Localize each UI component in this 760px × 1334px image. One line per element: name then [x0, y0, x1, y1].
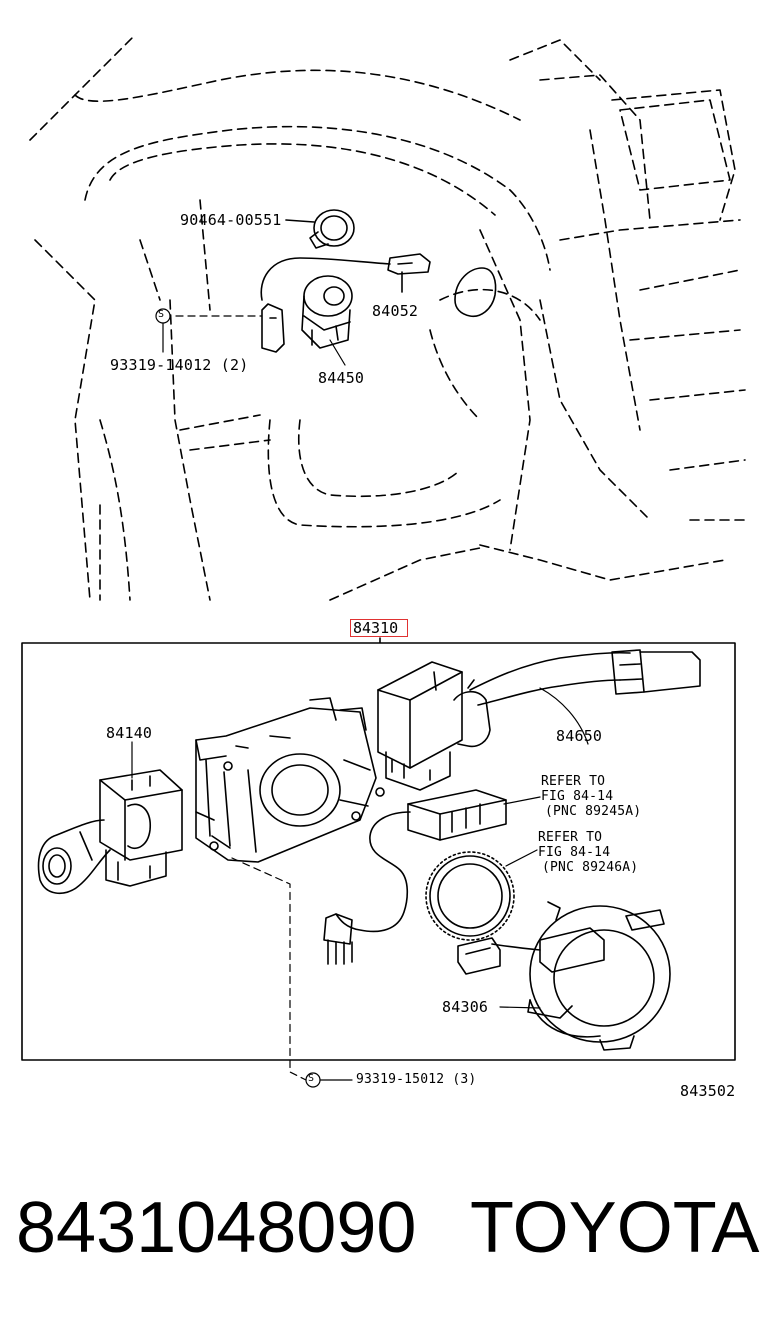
leader-lines-top	[155, 308, 346, 366]
label-84310-highlighted[interactable]: 84310	[350, 619, 408, 637]
refer1-line1: REFER TO	[541, 774, 606, 789]
brand-name: TOYOTA	[470, 1188, 760, 1268]
spiral-cable-84306	[457, 901, 671, 1051]
turn-switch-84140	[37, 769, 183, 895]
dashboard-outline	[29, 34, 746, 601]
refer2-line2[interactable]: FIG 84-14	[538, 845, 611, 860]
figure-number: 843502	[680, 1082, 736, 1100]
part-number: 8431048090	[16, 1188, 417, 1268]
label-84310-text: 84310	[353, 619, 399, 637]
label-90464-00551[interactable]: 90464-00551	[180, 211, 282, 229]
switch-base-bracket	[195, 697, 385, 863]
sensor-ring-89246A	[425, 851, 515, 941]
refer1-line3: (PNC 89245A)	[545, 804, 642, 819]
lock-cylinder-parts	[260, 209, 431, 353]
s-mark-top: S	[158, 309, 165, 320]
assembly-frame	[21, 637, 736, 1061]
label-84306[interactable]: 84306	[442, 998, 489, 1016]
refer2-line1: REFER TO	[538, 830, 603, 845]
refer1-line2[interactable]: FIG 84-14	[541, 789, 614, 804]
leader-lines-bottom	[131, 687, 589, 1088]
refer2-line3: (PNC 89246A)	[542, 860, 639, 875]
label-84450[interactable]: 84450	[318, 369, 365, 387]
wiper-switch-84650	[377, 649, 701, 791]
label-84140[interactable]: 84140	[106, 724, 153, 742]
label-84052[interactable]: 84052	[372, 302, 419, 320]
s-mark-bottom: S	[308, 1073, 315, 1084]
label-93319-14012[interactable]: 93319-14012 (2)	[110, 356, 249, 374]
steering-sensor-89245A	[323, 789, 507, 965]
label-84650[interactable]: 84650	[556, 727, 603, 745]
label-93319-15012[interactable]: 93319-15012 (3)	[356, 1072, 477, 1087]
